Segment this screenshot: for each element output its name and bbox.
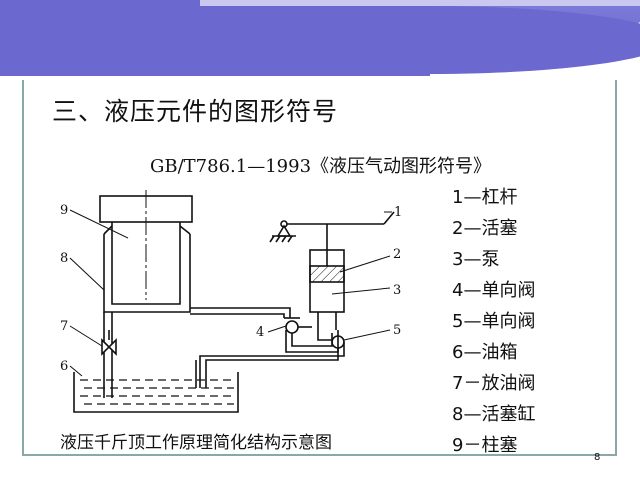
slide-subtitle: GB/T786.1—1993《液压气动图形符号》 — [150, 156, 492, 177]
label-4: 4 — [256, 325, 264, 340]
label-3: 3 — [393, 283, 401, 298]
label-5: 5 — [393, 323, 401, 338]
slide-title: 三、液压元件的图形符号 — [52, 97, 339, 126]
legend-item-4: 4—单向阀 — [452, 280, 536, 301]
legend-item-6: 6—油箱 — [452, 342, 518, 363]
legend-item-3: 3—泵 — [452, 249, 500, 270]
oil-tank — [73, 372, 239, 413]
label-9: 9 — [60, 203, 68, 218]
pipe-top — [190, 307, 291, 318]
large-cylinder — [103, 234, 191, 313]
label-1: 1 — [394, 205, 402, 220]
legend-item-1: 1—杠杆 — [452, 187, 518, 208]
plunger — [111, 222, 181, 305]
page-number: 8 — [594, 452, 601, 463]
label-6: 6 — [60, 359, 68, 374]
legend-item-7: 7－放油阀 — [452, 373, 536, 394]
legend-item-5: 5—单向阀 — [452, 311, 536, 332]
legend-item-2: 2—活塞 — [452, 218, 518, 239]
drain-valve-7 — [101, 338, 117, 356]
diagram-caption: 液压千斤顶工作原理简化结构示意图 — [60, 433, 332, 453]
label-8: 8 — [60, 251, 68, 266]
check-valve-4 — [285, 320, 299, 334]
pump-piston — [309, 265, 345, 283]
label-2: 2 — [393, 247, 401, 262]
legend-item-8: 8—活塞缸 — [452, 404, 536, 425]
slide-frame — [22, 80, 617, 456]
header-banner — [0, 0, 640, 76]
component-legend: 1—杠杆 2—活塞 3—泵 4—单向阀 5—单向阀 6—油箱 7－放油阀 8—活… — [452, 182, 535, 461]
label-7: 7 — [60, 319, 68, 334]
legend-item-9: 9－柱塞 — [452, 435, 518, 456]
